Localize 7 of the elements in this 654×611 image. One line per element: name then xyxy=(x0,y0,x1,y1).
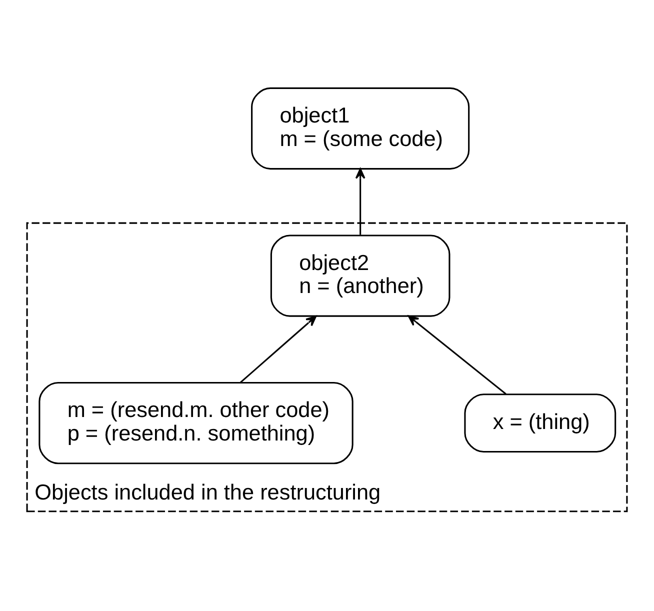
arrow xyxy=(355,168,366,234)
node-box: object1 m = (some code) xyxy=(251,86,470,170)
node-box: object2 n = (another) xyxy=(270,234,450,316)
arrow xyxy=(240,315,317,383)
arrow xyxy=(408,314,506,394)
node-box: m = (resend.m. other code) p = (resend.n. something) xyxy=(38,381,354,464)
node-box: x = (thing) xyxy=(464,393,616,452)
